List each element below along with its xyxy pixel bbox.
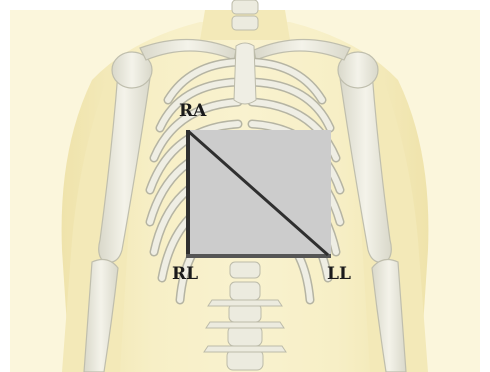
label-ra: RA [179, 103, 206, 120]
sternum [234, 43, 256, 104]
electrode-triangle [186, 130, 331, 256]
label-rl: RL [172, 266, 198, 283]
label-ll: LL [327, 266, 351, 283]
